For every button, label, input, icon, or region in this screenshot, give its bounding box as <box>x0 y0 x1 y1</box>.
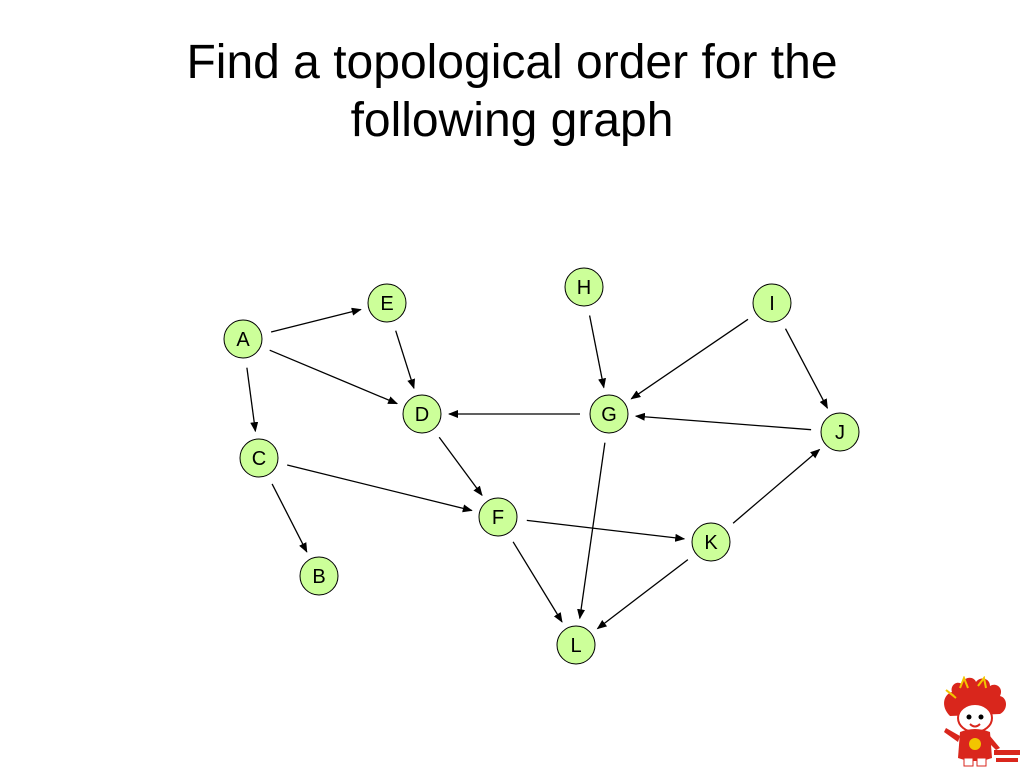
node-l: L <box>556 625 596 665</box>
node-b: B <box>299 556 339 596</box>
edge-d-to-f <box>438 436 483 497</box>
node-circle <box>691 522 731 562</box>
slide-title: Find a topological order for the followi… <box>0 34 1024 150</box>
edge-a-to-c <box>246 367 259 433</box>
edge-c-to-f <box>287 464 473 513</box>
slide-title-line-2: following graph <box>350 94 674 147</box>
node-label: J <box>835 422 845 444</box>
node-circle <box>820 412 860 452</box>
node-label: K <box>704 532 718 554</box>
edge-a-to-d <box>269 349 399 405</box>
node-f: F <box>478 497 518 537</box>
node-circle <box>299 556 339 596</box>
node-circle <box>478 497 518 537</box>
node-i: I <box>752 283 792 323</box>
mascot-logo <box>944 676 1020 767</box>
node-label: D <box>415 404 429 426</box>
node-circle <box>402 394 442 434</box>
node-d: D <box>402 394 442 434</box>
edge-f-to-l <box>512 541 563 623</box>
edge-k-to-j <box>732 448 821 524</box>
node-label: G <box>601 404 617 426</box>
node-c: C <box>239 438 279 478</box>
node-circle <box>589 394 629 434</box>
graph-edges <box>246 307 828 630</box>
node-circle <box>564 267 604 307</box>
edge-i-to-g <box>630 318 749 400</box>
node-label: H <box>577 277 591 299</box>
node-circle <box>367 283 407 323</box>
node-k: K <box>691 522 731 562</box>
node-label: L <box>570 635 581 657</box>
node-label: A <box>236 329 250 351</box>
edge-a-to-e <box>270 307 362 333</box>
slide-title-line-1: Find a topological order for the <box>186 36 838 89</box>
node-e: E <box>367 283 407 323</box>
node-j: J <box>820 412 860 452</box>
edge-i-to-j <box>784 328 828 409</box>
node-circle <box>556 625 596 665</box>
node-label: C <box>252 448 266 470</box>
edge-g-to-l <box>577 442 606 620</box>
edge-h-to-g <box>588 315 606 389</box>
node-circle <box>752 283 792 323</box>
node-a: A <box>223 319 263 359</box>
edge-c-to-b <box>271 483 308 553</box>
node-circle <box>239 438 279 478</box>
node-circle <box>223 319 263 359</box>
node-g: G <box>589 394 629 434</box>
graph-nodes: A B C D E F G H I J K L <box>223 267 860 665</box>
node-label: I <box>769 293 775 315</box>
edge-f-to-k <box>526 519 686 542</box>
node-label: F <box>492 507 504 529</box>
edge-j-to-g <box>634 412 812 431</box>
node-label: B <box>312 566 325 588</box>
node-label: E <box>380 293 393 315</box>
edge-k-to-l <box>596 559 689 630</box>
node-h: H <box>564 267 604 307</box>
edge-e-to-d <box>395 330 415 390</box>
